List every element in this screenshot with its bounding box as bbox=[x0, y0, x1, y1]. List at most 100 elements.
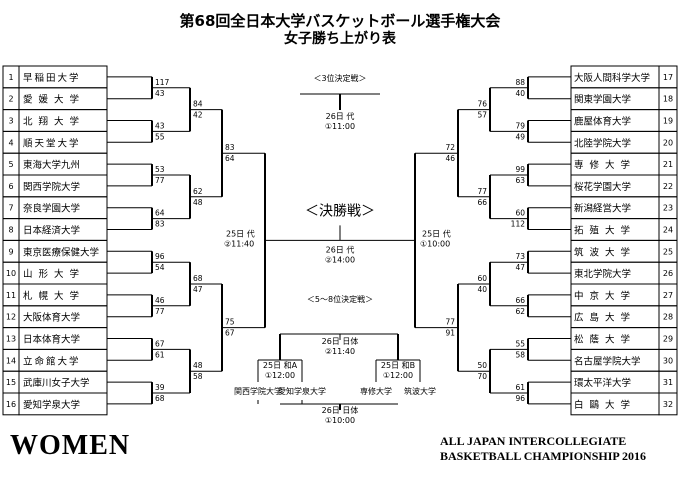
score-lower: 63 bbox=[515, 176, 525, 185]
left-seed-number: 13 bbox=[6, 335, 16, 344]
right-seed-number: 26 bbox=[663, 269, 673, 278]
score-lower: 61 bbox=[155, 350, 165, 359]
left-team-name: 日本体育大学 bbox=[23, 334, 80, 346]
final-time: ②14:00 bbox=[325, 255, 355, 264]
right-team-name: 環太平洋大学 bbox=[574, 377, 631, 389]
score-lower: 91 bbox=[445, 329, 455, 338]
score-upper: 62 bbox=[193, 187, 203, 196]
right-seed-number: 20 bbox=[663, 138, 673, 147]
right-team-name: 広島大学 bbox=[574, 312, 636, 324]
score-lower: 58 bbox=[515, 350, 525, 359]
right-semi-day: 25日 代 bbox=[422, 228, 451, 238]
right-team-name: 名古屋学院大学 bbox=[574, 355, 641, 367]
score-lower: 48 bbox=[193, 198, 203, 207]
right-seed-number: 24 bbox=[663, 226, 673, 235]
right-team-name: 新潟経営大学 bbox=[574, 203, 631, 215]
third-place-label: ＜3位決定戦＞ bbox=[313, 73, 366, 83]
score-upper: 53 bbox=[155, 165, 165, 174]
score-lower: 77 bbox=[155, 176, 165, 185]
score-upper: 96 bbox=[155, 252, 165, 261]
score-lower: 112 bbox=[511, 220, 526, 229]
page-subtitle: 女子勝ち上がり表 bbox=[284, 31, 396, 47]
score-upper: 67 bbox=[155, 339, 165, 348]
left-team-name: 愛知学泉大学 bbox=[23, 399, 80, 411]
right-seed-number: 29 bbox=[663, 335, 673, 344]
third-place-time: ①11:00 bbox=[325, 122, 355, 131]
right-team-name: 桜花学園大学 bbox=[574, 181, 631, 193]
left-team-name: 順天堂大学 bbox=[23, 137, 81, 149]
placement-top-time: ②11:40 bbox=[325, 347, 355, 356]
score-upper: 76 bbox=[477, 100, 487, 109]
score-upper: 66 bbox=[515, 296, 525, 305]
score-upper: 75 bbox=[225, 318, 235, 327]
score-upper: 77 bbox=[477, 187, 487, 196]
score-upper: 60 bbox=[515, 209, 525, 218]
score-upper: 72 bbox=[445, 143, 455, 152]
third-place-day: 26日 代 bbox=[326, 111, 355, 121]
score-lower: 55 bbox=[155, 132, 165, 141]
score-upper: 60 bbox=[477, 274, 487, 283]
score-upper: 83 bbox=[225, 143, 235, 152]
left-seed-number: 4 bbox=[8, 138, 13, 147]
left-seed-number: 9 bbox=[8, 247, 13, 256]
score-upper: 88 bbox=[515, 78, 525, 87]
right-team-name: 松蔭大学 bbox=[574, 334, 636, 346]
right-seed-number: 22 bbox=[663, 182, 673, 191]
score-lower: 47 bbox=[193, 285, 203, 294]
score-upper: 64 bbox=[155, 209, 165, 218]
score-lower: 68 bbox=[155, 394, 165, 403]
left-seed-number: 6 bbox=[8, 182, 13, 191]
score-upper: 39 bbox=[155, 383, 165, 392]
placement-team: 筑波大学 bbox=[404, 386, 436, 396]
placement-top-day: 26日 日体 bbox=[322, 336, 359, 346]
right-team-name: 鹿屋体育大学 bbox=[574, 116, 631, 128]
score-lower: 42 bbox=[193, 111, 203, 120]
score-upper: 46 bbox=[155, 296, 165, 305]
right-team-name: 白鷗大学 bbox=[574, 399, 636, 411]
score-upper: 43 bbox=[155, 121, 165, 130]
score-lower: 47 bbox=[515, 263, 525, 272]
placement-left-day: 25日 和A bbox=[263, 361, 298, 370]
score-lower: 40 bbox=[477, 285, 487, 294]
left-team-name: 札幌大学 bbox=[23, 290, 85, 302]
left-team-name: 山形大学 bbox=[23, 268, 85, 280]
score-upper: 117 bbox=[155, 78, 170, 87]
score-upper: 50 bbox=[477, 361, 487, 370]
right-seed-number: 17 bbox=[663, 73, 673, 82]
right-team-name: 関東学園大学 bbox=[574, 94, 631, 106]
right-team-name: 筑波大学 bbox=[574, 246, 636, 258]
left-seed-number: 10 bbox=[6, 269, 16, 278]
placement-team: 愛知学泉大学 bbox=[278, 386, 326, 396]
right-seed-number: 30 bbox=[663, 356, 673, 365]
right-seed-number: 21 bbox=[663, 160, 673, 169]
footer-women: WOMEN bbox=[10, 430, 131, 461]
score-upper: 55 bbox=[515, 339, 525, 348]
left-seed-number: 11 bbox=[6, 291, 16, 300]
placement-team: 関西学院大学 bbox=[234, 386, 282, 396]
score-lower: 64 bbox=[225, 154, 235, 163]
left-team-name: 大阪体育大学 bbox=[23, 312, 80, 324]
left-seed-number: 2 bbox=[8, 95, 13, 104]
left-team-name: 北翔大学 bbox=[23, 116, 85, 128]
final-label: ＜決勝戦＞ bbox=[305, 203, 375, 219]
left-seed-number: 1 bbox=[8, 73, 13, 82]
left-team-name: 奈良学園大学 bbox=[23, 203, 80, 215]
right-seed-number: 31 bbox=[663, 378, 673, 387]
left-seed-number: 14 bbox=[6, 356, 16, 365]
score-lower: 43 bbox=[155, 89, 165, 98]
final-day: 26日 代 bbox=[326, 244, 355, 254]
right-seed-cell bbox=[658, 392, 678, 416]
score-lower: 83 bbox=[155, 220, 165, 229]
right-semi-time: ①10:00 bbox=[420, 239, 450, 248]
right-team-name: 東北学院大学 bbox=[574, 268, 631, 280]
footer-championship-line1: ALL JAPAN INTERCOLLEGIATE bbox=[440, 434, 627, 448]
right-team-name: 拓殖大学 bbox=[574, 225, 636, 237]
right-team-name: 中京大学 bbox=[574, 290, 636, 302]
placement-bottom-day: 26日 日体 bbox=[322, 405, 359, 415]
page-title: 第68回全日本大学バスケットボール選手権大会 bbox=[179, 12, 501, 30]
left-seed-number: 8 bbox=[8, 226, 13, 235]
left-seed-number: 12 bbox=[6, 313, 16, 322]
left-team-name: 日本経済大学 bbox=[23, 225, 80, 237]
score-upper: 79 bbox=[515, 121, 525, 130]
